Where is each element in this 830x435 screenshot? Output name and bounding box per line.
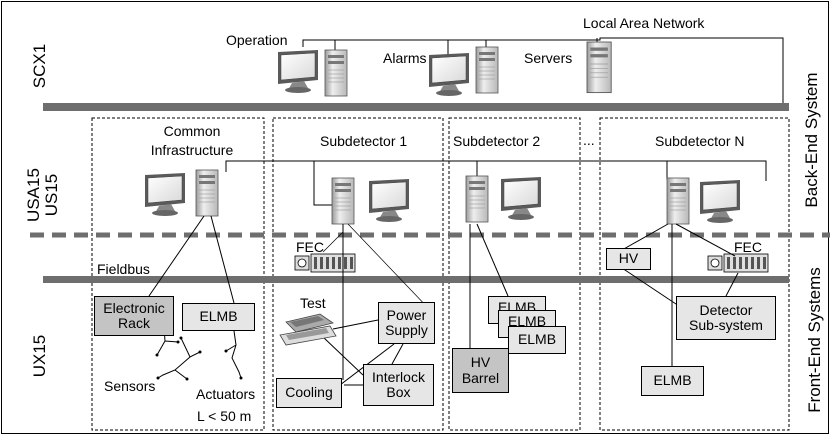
sub2-monitor-icon [500, 176, 542, 221]
hv-barrel-line1: HV [470, 354, 491, 371]
cooling-box: Cooling [276, 378, 342, 408]
subn-tower-icon [666, 177, 690, 225]
hv-label: HV [618, 250, 639, 267]
operation-tower-icon [324, 49, 348, 97]
alarms-label: Alarms [383, 50, 427, 66]
common-to-elmb-line [210, 215, 235, 304]
back-end-bus [43, 103, 789, 111]
fec-subdetector-n-icon [707, 253, 769, 273]
interlock-line2: Box [386, 384, 411, 400]
sub1-monitor-icon [368, 178, 410, 223]
column-common-infrastructure [91, 117, 265, 431]
lan-label: Local Area Network [583, 15, 705, 31]
subn-to-hv-line [621, 223, 669, 251]
back-end-system-label: Back-End System [802, 72, 821, 208]
hv-barrel-line2: Barrel [461, 369, 500, 386]
common-tower-icon [195, 169, 219, 217]
power-supply-line2: Supply [385, 322, 428, 338]
sub1-drop-line [313, 161, 332, 206]
subdetector-n-header: Subdetector N [655, 133, 745, 149]
elmb-n-label: ELMB [653, 372, 692, 389]
fec-subdetector-1-icon [294, 253, 356, 273]
fec-to-sub1-line [322, 231, 344, 253]
actuators-label: Actuators [196, 386, 256, 402]
subdetector-1-header: Subdetector 1 [320, 133, 408, 149]
test-label: Test [300, 295, 326, 311]
elmb-stack-front-box: ELMB [508, 326, 566, 354]
test-to-interlock-line [322, 336, 364, 376]
operation-monitor-icon [277, 49, 319, 94]
sub1-tower-icon [331, 177, 355, 225]
subn-to-fec-line [675, 223, 736, 257]
fec-label-n: FEC [734, 239, 762, 255]
test-to-power-line [332, 319, 379, 330]
elmb-common-label: ELMB [199, 308, 238, 325]
ellipsis-label: ... [583, 132, 595, 148]
us15-label: US15 [42, 173, 61, 217]
hv-box: HV [606, 248, 651, 270]
alarms-tower-icon [475, 46, 499, 94]
lan-line [302, 37, 784, 103]
electronic-rack-line2: Rack [118, 315, 150, 331]
sensor-wires [156, 326, 201, 380]
elmb-n-box: ELMB [641, 366, 704, 396]
fec-label-1: FEC [296, 239, 324, 255]
subdetector-link-line [225, 160, 767, 181]
power-to-interlock-line [391, 343, 404, 365]
cable-length-label: L < 50 m [197, 408, 252, 424]
detector-line2: Sub-system [689, 317, 763, 333]
sensors-label: Sensors [104, 378, 156, 394]
ux15-label: UX15 [30, 334, 49, 378]
subdetector-2-header: Subdetector 2 [453, 133, 541, 149]
servers-tower-icon [586, 41, 612, 94]
sub1-to-power-line [347, 223, 431, 311]
column-subdetector-1 [272, 117, 444, 431]
scx1-label: SCX1 [30, 43, 49, 89]
interlock-line1: Interlock [372, 368, 425, 385]
common-monitor-icon [144, 172, 186, 217]
elmb-common-box: ELMB [182, 303, 255, 331]
front-end-systems-label: Front-End Systems [805, 267, 824, 413]
usa15-label: USA15 [24, 168, 43, 222]
power-supply-line1: Power [386, 306, 427, 323]
detector-line1: Detector [699, 301, 753, 318]
fieldbus-label: Fieldbus [97, 261, 150, 277]
common-header-line2: Infrastructure [150, 142, 234, 158]
elmb-stack-front-label: ELMB [517, 331, 557, 348]
common-to-rack-line [148, 215, 205, 297]
alarms-monitor-icon [428, 52, 470, 97]
fec-to-detector-line [725, 272, 739, 297]
column-subdetector-n [599, 117, 790, 431]
column-subdetector-2 [448, 117, 581, 431]
common-header-line1: Common [163, 123, 221, 139]
servers-label: Servers [524, 50, 573, 66]
sub2-tower-icon [465, 175, 489, 223]
elmb-stack-mid-label: ELMB [507, 313, 547, 329]
subn-monitor-icon [699, 179, 741, 224]
actuator-wires [225, 330, 242, 379]
cooling-label: Cooling [285, 384, 333, 401]
test-bench-icon [279, 313, 337, 346]
operation-label: Operation [226, 32, 288, 48]
fieldbus-bar [43, 276, 789, 283]
electronic-rack-line1: Electronic [103, 299, 165, 316]
sub2-to-elmb-line [476, 223, 509, 297]
